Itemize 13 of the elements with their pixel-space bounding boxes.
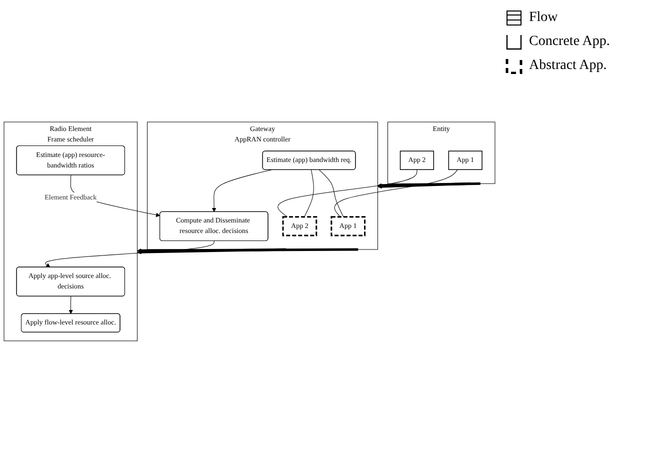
arrow <box>68 296 73 314</box>
arrow <box>137 248 358 252</box>
connector <box>318 169 344 217</box>
arrow <box>45 240 214 268</box>
connector <box>334 168 458 217</box>
connector <box>278 168 418 217</box>
arrow <box>378 182 480 188</box>
legend-label: Concrete App. <box>529 34 610 50</box>
legend-label: Abstract App. <box>529 58 607 74</box>
arrow <box>137 248 286 254</box>
legend-label: Flow <box>529 10 558 26</box>
connector <box>304 169 314 217</box>
arrow <box>212 169 272 212</box>
